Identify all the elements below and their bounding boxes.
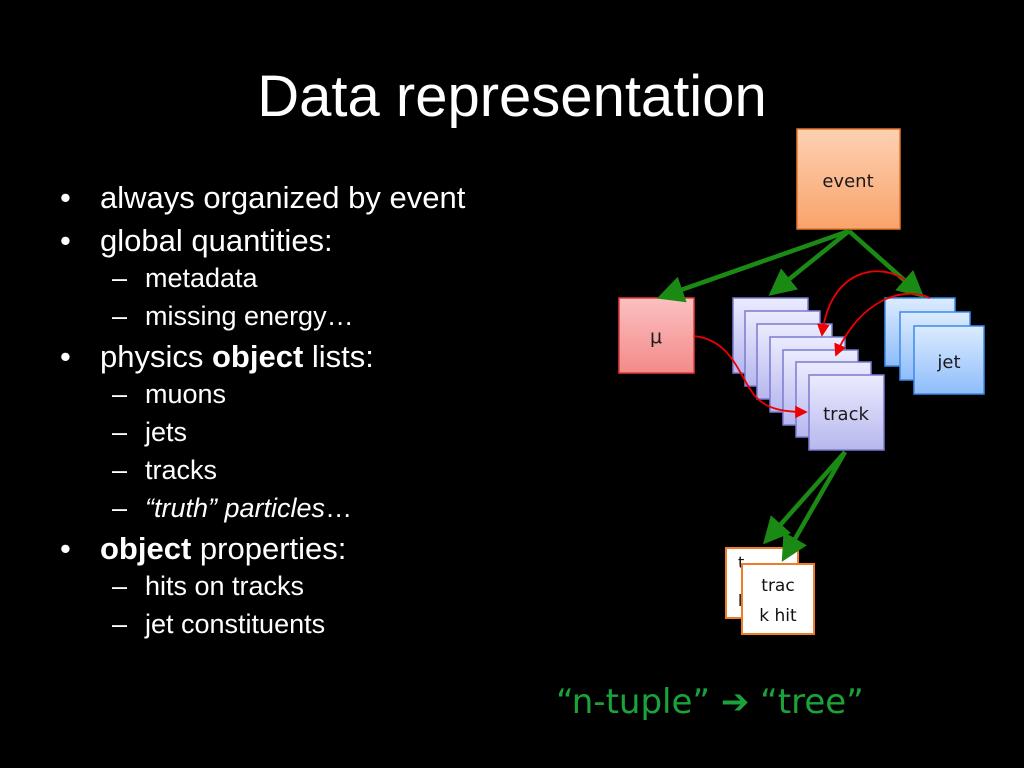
link-muon-to-track (693, 335, 808, 419)
bullet-text: always organized by event (100, 180, 466, 215)
sub-bullet-text: metadata (145, 263, 258, 293)
sub-bullet-text: tracks (145, 455, 218, 485)
tree-arrows (656, 228, 925, 562)
event-node: event (796, 128, 901, 230)
sub-bullet-hits-on-tracks: – hits on tracks (60, 571, 480, 602)
bullet-text-bold: object (211, 339, 304, 374)
bullet-object-properties: • object properties: (60, 531, 480, 566)
sub-bullet-muons: – muons (60, 379, 480, 410)
bullet-mark: • (60, 531, 71, 566)
dash-mark: – (112, 301, 128, 331)
bullet-text: global quantities: (100, 223, 333, 258)
sub-bullet-missing-energy: – missing energy… (60, 301, 480, 332)
slide-title: Data representation (257, 64, 767, 129)
track-label: track (823, 404, 869, 425)
dash-mark: – (112, 379, 128, 409)
sub-bullet-text: missing energy… (145, 301, 354, 331)
arrow-event-to-jet (847, 229, 925, 298)
sub-bullet-jets: – jets (60, 417, 480, 448)
dash-mark: – (112, 417, 128, 447)
sub-bullet-text: jet constituents (145, 609, 326, 639)
track-box-front (808, 374, 885, 451)
arrow-track-to-hit-back (763, 450, 847, 545)
jet-box-front (913, 325, 985, 395)
bullet-text-suffix: lists: (303, 339, 374, 374)
sub-bullet-text-tail: … (325, 493, 353, 523)
caption-left: “n-tuple” (556, 682, 711, 722)
sub-bullet-metadata: – metadata (60, 263, 480, 294)
jet-label: jet (936, 352, 960, 373)
track-hit-stack: t k trac k hit (725, 547, 815, 635)
dash-mark: – (112, 455, 128, 485)
muon-node: μ (618, 297, 695, 374)
bullet-mark: • (60, 339, 71, 374)
dash-mark: – (112, 263, 128, 293)
bullet-text-prefix: physics (100, 339, 212, 374)
track-hit-label-line2: k hit (759, 606, 797, 626)
track-stack: track (732, 297, 885, 451)
track-hit-label-line1: trac (761, 576, 794, 596)
bullet-mark: • (60, 180, 71, 215)
bullet-text-bold: object (100, 531, 192, 566)
ntuple-to-tree-caption: “n-tuple” ➔ “tree” (556, 680, 916, 724)
bullet-list: • always organized by event • global qua… (60, 180, 480, 647)
caption-right: “tree” (760, 682, 864, 722)
link-jet-to-track (817, 270, 906, 337)
track-hit-box-front (741, 563, 815, 635)
event-box (796, 128, 901, 230)
bullet-mark: • (60, 223, 71, 258)
dash-mark: – (112, 493, 128, 523)
right-arrow-icon: ➔ (720, 682, 750, 722)
sub-bullet-truth-particles: – “truth” particles… (60, 493, 480, 524)
dash-mark: – (112, 609, 128, 639)
sub-bullet-text: hits on tracks (145, 571, 305, 601)
reference-links (693, 270, 931, 419)
muon-label: μ (650, 326, 662, 348)
arrow-event-to-track (768, 229, 851, 296)
track-hit-back-glyph: t (738, 553, 744, 572)
jet-stack: jet (884, 297, 985, 395)
arrow-event-to-muon (656, 228, 850, 303)
bullet-organized-by-event: • always organized by event (60, 180, 480, 215)
event-label: event (822, 171, 873, 192)
link-jet-to-track-2 (834, 292, 931, 357)
bullet-text-suffix: properties: (191, 531, 347, 566)
arrow-track-to-hit-front (781, 450, 847, 562)
sub-bullet-tracks: – tracks (60, 455, 480, 486)
muon-box (618, 297, 695, 374)
sub-bullet-text: jets (145, 417, 188, 447)
sub-bullet-text: muons (145, 379, 227, 409)
sub-bullet-jet-constituents: – jet constituents (60, 609, 480, 640)
dash-mark: – (112, 571, 128, 601)
sub-bullet-text-italic: “truth” particles (145, 493, 326, 523)
bullet-object-lists: • physics object lists: (60, 339, 480, 374)
bullet-global-quantities: • global quantities: (60, 223, 480, 258)
